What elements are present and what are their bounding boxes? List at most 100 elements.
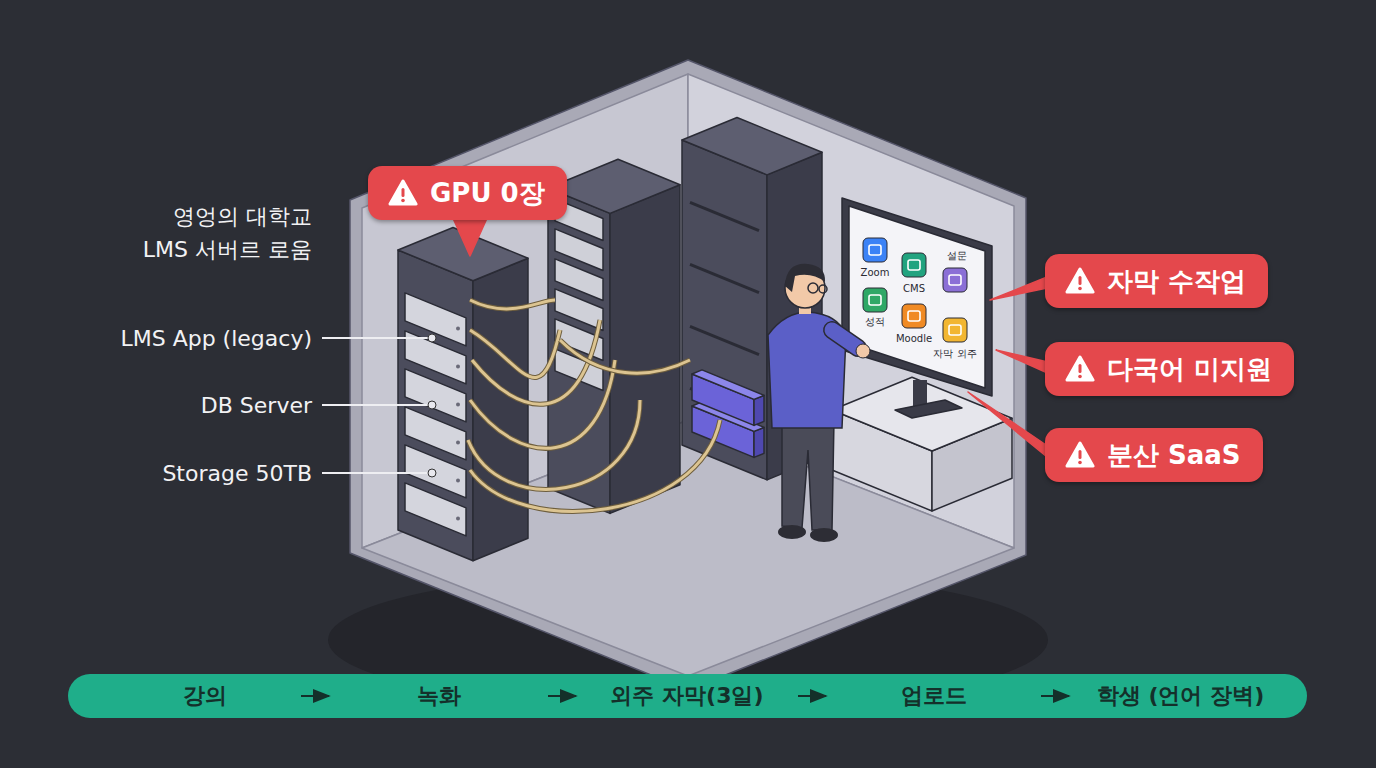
cable: [472, 320, 600, 404]
app-glyph: [908, 260, 920, 270]
network-device: [754, 427, 764, 457]
warning-icon: [1065, 441, 1095, 468]
cable: [468, 400, 640, 489]
node-text: 학생 (언어 장벽): [1097, 683, 1264, 708]
leader-dot: [428, 334, 436, 342]
app-icon: [943, 268, 967, 292]
warning-icon: [1065, 355, 1095, 382]
leader-line: [322, 337, 428, 339]
rack-shelf: [690, 264, 759, 292]
cable: [560, 340, 690, 373]
app-label: Moodle: [896, 333, 932, 344]
node-text: 자막 수작업: [1107, 266, 1246, 296]
app-glyph: [908, 311, 920, 321]
cable: [470, 360, 615, 448]
warning-icon: [1065, 267, 1095, 294]
status-led: [456, 479, 460, 483]
cable: [470, 300, 555, 309]
glasses: [808, 283, 818, 293]
component-label: Storage 50TB: [162, 461, 312, 486]
process-band: [68, 674, 1307, 718]
person-arm: [832, 330, 858, 348]
warning-callout: 다국어 미지원: [1045, 342, 1294, 396]
network-device: [692, 370, 764, 400]
warning-callout: 분산 SaaS: [1045, 428, 1263, 482]
status-led: [456, 327, 460, 331]
title: 영엉의 대학교 LMS 서버르 로움: [140, 200, 312, 266]
app-glyph: [869, 245, 881, 255]
person-arm: [832, 330, 858, 348]
person-shoe: [778, 525, 806, 539]
monitor-screen: [849, 206, 985, 388]
flow-arrow: [1041, 695, 1069, 697]
monitor-frame: [842, 198, 992, 396]
app-icon: [863, 288, 887, 312]
flow-arrow: [301, 695, 329, 697]
app-glyph: [949, 275, 961, 285]
callout-tail: [452, 216, 488, 256]
cable: [470, 360, 615, 448]
app-glyph: [869, 295, 881, 305]
warning-callout: GPU 0장: [368, 166, 567, 220]
network-device: [754, 395, 764, 425]
app-icon: [943, 318, 967, 342]
callout-pointer: [990, 275, 1052, 300]
app-label: 자막 외주: [933, 347, 976, 361]
server-rack: [610, 185, 680, 514]
cable: [470, 420, 720, 511]
cable: [560, 340, 690, 373]
monitor-base: [895, 400, 962, 418]
process-step: 녹화: [331, 674, 546, 718]
callout-pointer: [968, 392, 1052, 461]
callout-pointer: [996, 350, 1052, 375]
status-led: [456, 403, 460, 407]
app-label: Zoom: [861, 267, 890, 278]
component-label: DB Server: [201, 393, 312, 418]
node-text: 강의: [183, 683, 227, 708]
node-text: 외주 자막(3일): [610, 683, 763, 708]
cable: [470, 420, 720, 511]
process-step: 강의: [110, 674, 299, 718]
cable: [472, 320, 600, 404]
status-led: [456, 441, 460, 445]
node-text: 분산 SaaS: [1107, 440, 1241, 470]
leader-dot: [428, 401, 436, 409]
person-shoe: [810, 528, 838, 542]
process-step: 학생 (언어 장벽): [1071, 674, 1290, 718]
node-text: 업로드: [901, 683, 967, 708]
cable: [468, 400, 640, 489]
rack-shelf: [690, 326, 759, 354]
person-hand: [856, 344, 870, 358]
warning-callout: 자막 수작업: [1045, 254, 1268, 308]
flow-arrow: [798, 695, 826, 697]
app-icon: [863, 238, 887, 262]
node-text: 녹화: [417, 683, 461, 708]
app-label: 성적: [865, 315, 885, 329]
app-icon: [902, 253, 926, 277]
node-text: GPU 0장: [430, 178, 545, 208]
flow-arrow: [548, 695, 576, 697]
rack-shelf: [690, 202, 759, 230]
server-rack: [682, 140, 767, 480]
server-rack: [548, 188, 610, 513]
process-step: 업로드: [828, 674, 1039, 718]
leader-dot: [428, 469, 436, 477]
status-led: [456, 365, 460, 369]
status-led: [456, 517, 460, 521]
cable: [470, 300, 555, 309]
component-label: LMS App (legacy): [120, 326, 312, 351]
app-glyph: [949, 325, 961, 335]
app-icon: [902, 304, 926, 328]
app-label: CMS: [903, 283, 925, 294]
warning-icon: [388, 179, 418, 206]
person-legs: [782, 420, 834, 530]
room-shell: [350, 60, 1026, 690]
glasses: [819, 285, 827, 293]
leader-line: [322, 404, 428, 406]
leader-line: [322, 472, 428, 474]
node-text: 다국어 미지원: [1107, 354, 1272, 384]
server-rack: [682, 117, 822, 174]
app-label: 설문: [947, 249, 967, 263]
process-step: 외주 자막(3일): [578, 674, 796, 718]
